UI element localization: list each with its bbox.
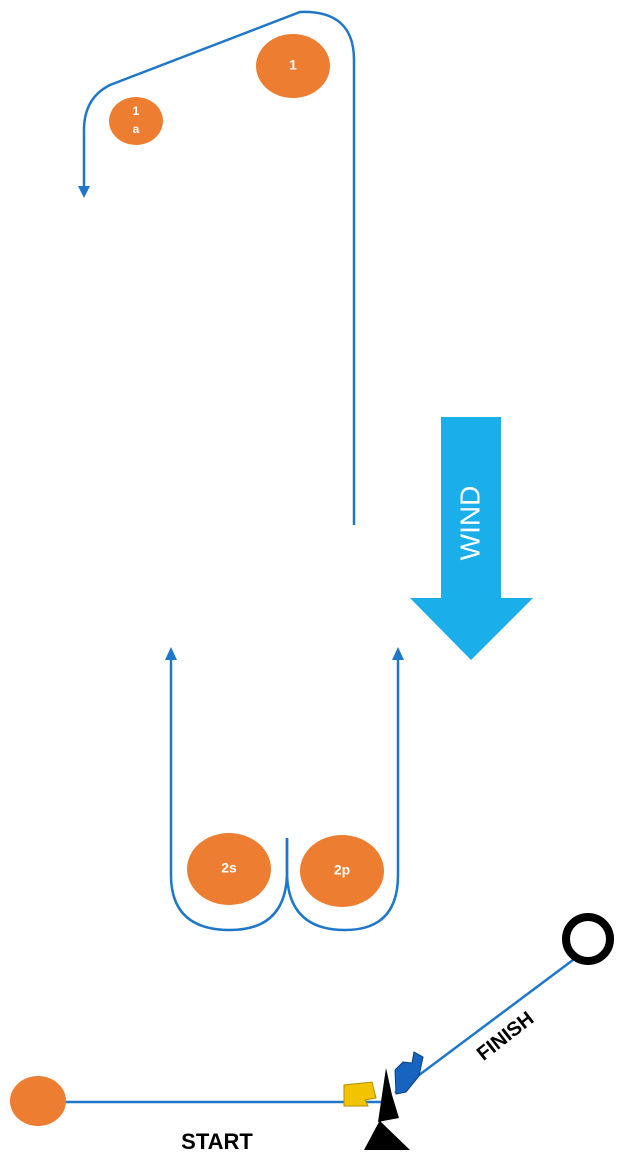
committee-boat-bow-icon — [378, 1068, 399, 1122]
orange-buoy-icon — [256, 34, 330, 98]
course-line-gate-port — [285, 655, 400, 932]
pin-end-buoy — [10, 1076, 66, 1126]
mark-2p: 2p — [300, 835, 384, 907]
orange-buoy-icon — [187, 833, 271, 905]
arrow-head-upper — [78, 186, 90, 198]
start-flag-icon — [343, 1081, 377, 1107]
wind-label: WIND — [454, 486, 485, 561]
arrow-down-icon — [410, 417, 533, 660]
arrow-head-gate-starboard — [165, 647, 177, 660]
arrow-head-gate-port — [392, 647, 404, 660]
start-label: START — [181, 1129, 253, 1154]
finish-flag-icon — [394, 1051, 424, 1095]
course-line-upper — [82, 10, 356, 525]
mark-2s: 2s — [187, 833, 271, 905]
orange-buoy-icon — [300, 835, 384, 907]
mark-1a-label-line1: 1 — [133, 104, 140, 118]
mark-1: 1 — [256, 34, 330, 98]
committee-boat-icon — [364, 1068, 410, 1150]
mark-2p-label: 2p — [334, 862, 350, 878]
ring-buoy-icon — [562, 913, 614, 965]
mark-1-label: 1 — [289, 57, 297, 73]
mark-1a-label-line2: a — [133, 122, 140, 136]
wind-arrow: WIND — [410, 417, 533, 660]
mark-2s-label: 2s — [221, 860, 237, 876]
mark-1a: 1 a — [109, 97, 163, 145]
course-line-gate-starboard — [169, 655, 289, 932]
orange-buoy-icon — [109, 97, 163, 145]
committee-boat — [343, 1051, 424, 1150]
finish-line — [394, 949, 586, 1095]
finish-label: FINISH — [473, 1008, 538, 1066]
